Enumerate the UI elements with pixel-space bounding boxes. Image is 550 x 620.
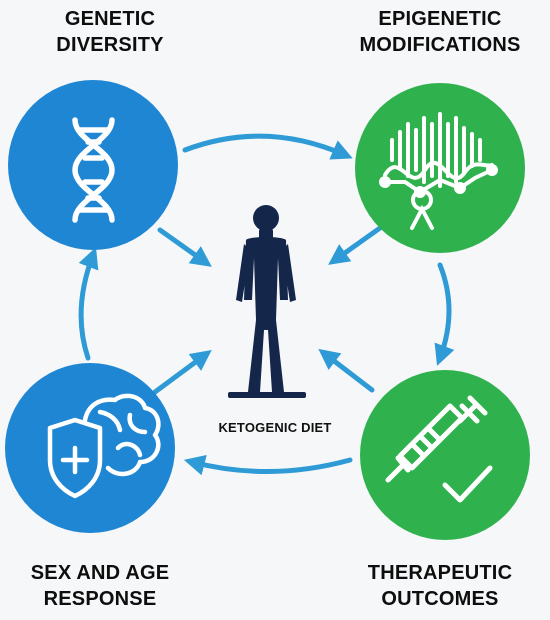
node-therapeutic-outcomes bbox=[360, 370, 530, 540]
syringe-check-icon bbox=[385, 395, 493, 503]
person-icon bbox=[228, 205, 306, 398]
arrow-genetic-to-center bbox=[157, 227, 212, 267]
floor-mat bbox=[228, 392, 306, 398]
label-sex-and-age-response: SEX AND AGE RESPONSE bbox=[30, 562, 170, 610]
arrow-epigenetic-to-center bbox=[328, 225, 383, 265]
arrow-therapeutic-to-sexage bbox=[183, 454, 353, 476]
arrow-sexage-to-genetic bbox=[78, 247, 99, 361]
dna-icon bbox=[72, 117, 115, 223]
inward-arrows bbox=[152, 225, 383, 395]
arrow-epigenetic-to-therapeutic bbox=[434, 262, 455, 366]
label-therapeutic-outcomes: THERAPEUTIC OUTCOMES bbox=[367, 562, 513, 610]
cycle-arrows bbox=[78, 133, 455, 476]
label-genetic-diversity: GENETIC DIVERSITY bbox=[56, 8, 164, 56]
arrow-sexage-to-center bbox=[152, 350, 212, 395]
shield-brain-icon bbox=[47, 393, 161, 499]
arrow-therapeutic-to-center bbox=[318, 348, 375, 393]
label-epigenetic-modifications: EPIGENETIC MODIFICATIONS bbox=[359, 8, 521, 56]
waveform-icon bbox=[379, 112, 498, 230]
label-ketogenic-diet: KETOGENIC DIET bbox=[218, 420, 332, 435]
node-genetic-diversity bbox=[8, 80, 178, 250]
arrow-genetic-to-epigenetic bbox=[182, 133, 353, 160]
